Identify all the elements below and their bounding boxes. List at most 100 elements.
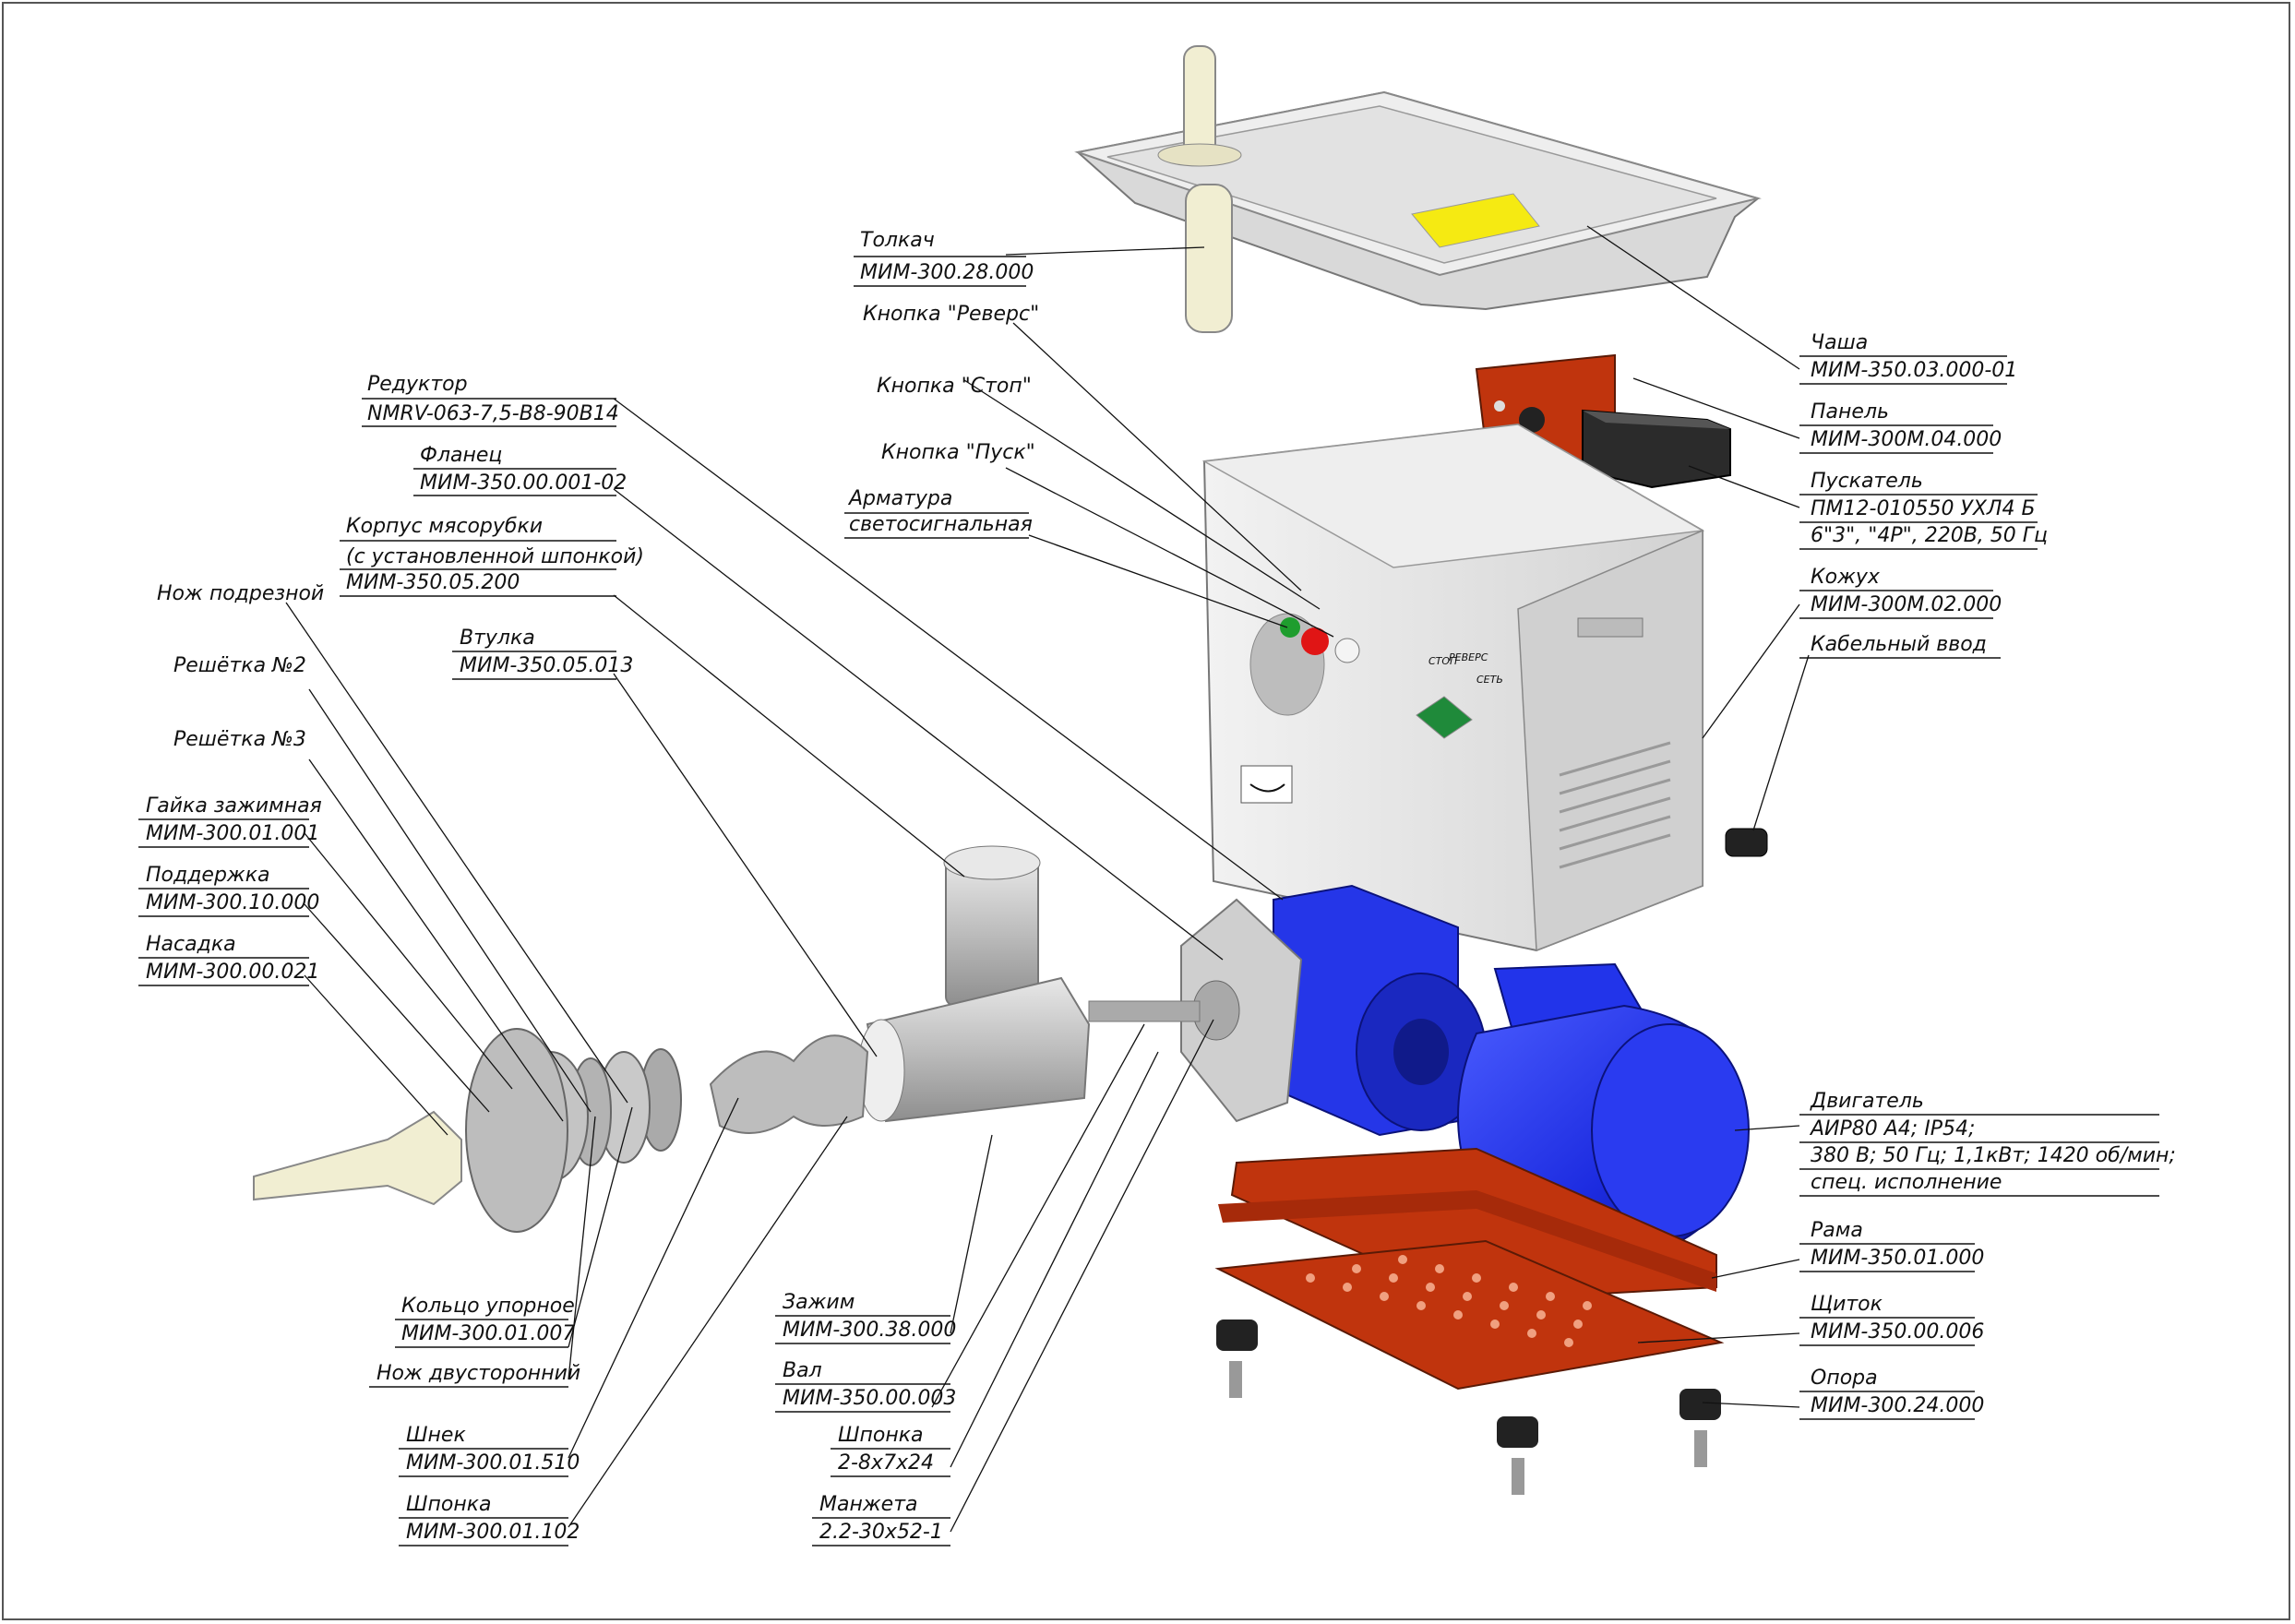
callout-nasadka-line-1: МИМ-300.00.021 xyxy=(146,961,319,984)
callout-zazhim: Зажим МИМ-300.38.000 xyxy=(775,1291,956,1344)
callout-dvigatel-line-3: спец. исполнение xyxy=(1811,1171,2002,1194)
callout-korpus: Корпус мясорубки (с установленной шпонко… xyxy=(340,515,644,597)
housing-part: СТОП РЕВЕРС СЕТЬ xyxy=(1201,423,1705,952)
callout-chasha-line-0: Чаша xyxy=(1811,331,1868,354)
callout-podderzhka-line-0: Поддержка xyxy=(146,864,270,887)
callout-opora-line-0: Опора xyxy=(1811,1367,1878,1390)
callout-puskatel: Пускатель ПМ12-010550 УХЛ4 Б 6"3", "4Р",… xyxy=(1799,470,2048,550)
gearbox-part xyxy=(1273,884,1487,1137)
callout-dvigatel-line-0: Двигатель xyxy=(1810,1090,1924,1113)
callout-knopka-stop: Кнопка "Стоп" xyxy=(877,375,1032,398)
callout-rama-line-1: МИМ-350.01.000 xyxy=(1811,1247,1984,1270)
callout-nozh-dvust-line-0: Нож двусторонний xyxy=(377,1362,580,1385)
callout-korpus-line-0: Корпус мясорубки xyxy=(346,515,543,538)
callout-chasha-line-1: МИМ-350.03.000-01 xyxy=(1811,359,2017,382)
callout-manzheta-line-1: 2.2-30х52-1 xyxy=(819,1521,943,1544)
callout-shponka-2: Шпонка 2-8х7х24 xyxy=(831,1424,950,1477)
callout-manzheta: Манжета 2.2-30х52-1 xyxy=(812,1493,950,1546)
callout-nozh-podreznoy: Нож подрезной xyxy=(157,582,324,605)
auger-part xyxy=(709,1034,869,1134)
callout-panel-line-1: МИМ-300М.04.000 xyxy=(1811,428,2002,451)
callout-koltso-line-1: МИМ-300.01.007 xyxy=(401,1322,575,1345)
leader-lines xyxy=(285,225,1810,1533)
callout-puskatel-line-0: Пускатель xyxy=(1811,470,1923,493)
callout-shchitok: Щиток МИМ-350.00.006 xyxy=(1799,1293,1984,1346)
callout-shponka-1-line-0: Шпонка xyxy=(406,1493,492,1516)
pusher-part xyxy=(1157,45,1242,333)
callout-koltso-line-0: Кольцо упорное xyxy=(401,1295,575,1318)
callout-zazhim-line-1: МИМ-300.38.000 xyxy=(783,1319,956,1342)
callout-dvigatel-line-1: АИР80 А4; IP54; xyxy=(1809,1117,1975,1140)
callout-nozh-podreznoy-line-0: Нож подрезной xyxy=(157,582,324,605)
callout-shnek: Шнек МИМ-300.01.510 xyxy=(399,1424,580,1477)
callout-panel-line-0: Панель xyxy=(1811,400,1889,424)
callout-reshetka-3: Решётка №3 xyxy=(173,728,306,751)
callout-shponka-2-line-0: Шпонка xyxy=(838,1424,924,1447)
callout-kozhukh-line-1: МИМ-300М.02.000 xyxy=(1811,593,2002,616)
callout-shponka-2-line-1: 2-8х7х24 xyxy=(838,1451,934,1475)
callout-flanets-line-0: Фланец xyxy=(420,444,502,467)
callout-val-line-1: МИМ-350.00.003 xyxy=(783,1387,956,1410)
shield-plate-part xyxy=(1214,1239,1725,1391)
callout-opora-line-1: МИМ-300.24.000 xyxy=(1811,1394,1984,1417)
callout-nasadka-line-0: Насадка xyxy=(146,933,236,956)
callout-koltso: Кольцо упорное МИМ-300.01.007 xyxy=(395,1295,575,1348)
callout-gayka-line-0: Гайка зажимная xyxy=(146,794,322,818)
callout-zazhim-line-0: Зажим xyxy=(783,1291,855,1314)
callout-armatura-line-0: Арматура xyxy=(847,487,952,510)
callout-shchitok-line-1: МИМ-350.00.006 xyxy=(1811,1320,1984,1343)
callout-shnek-line-0: Шнек xyxy=(406,1424,466,1447)
callout-gayka-line-1: МИМ-300.01.001 xyxy=(146,822,319,845)
callout-tolkach: Толкач МИМ-300.28.000 xyxy=(854,229,1034,287)
callout-korpus-line-1: (с установленной шпонкой) xyxy=(346,545,644,568)
panel-label-stop: СТОП xyxy=(1428,655,1457,667)
callout-puskatel-line-1: ПМ12-010550 УХЛ4 Б xyxy=(1811,497,2036,520)
callout-val: Вал МИМ-350.00.003 xyxy=(775,1359,956,1413)
callout-flanets-line-1: МИМ-350.00.001-02 xyxy=(420,472,627,495)
callout-tolkach-line-1: МИМ-300.28.000 xyxy=(860,261,1034,284)
callout-knopka-revers-line-0: Кнопка "Реверс" xyxy=(863,303,1039,326)
callout-dvigatel: Двигатель АИР80 А4; IP54; 380 В; 50 Гц; … xyxy=(1799,1090,2176,1197)
motor-part xyxy=(1457,962,1750,1261)
callout-manzheta-line-0: Манжета xyxy=(819,1493,918,1516)
callout-kabelny-vvod-line-0: Кабельный ввод xyxy=(1811,633,1987,656)
cutting-set-part xyxy=(253,1028,682,1233)
callout-nozh-dvust: Нож двусторонний xyxy=(369,1362,580,1388)
callout-puskatel-line-2: 6"3", "4Р", 220В, 50 Гц xyxy=(1811,524,2048,547)
flange-part xyxy=(1180,898,1303,1123)
panel-label-set: СЕТЬ xyxy=(1476,674,1503,686)
callout-reduktor-line-1: NMRV-063-7,5-B8-90B14 xyxy=(367,402,619,425)
callout-kabelny-vvod: Кабельный ввод xyxy=(1799,633,2001,659)
callout-armatura: Арматура светосигнальная xyxy=(844,487,1033,539)
callout-shponka-1: Шпонка МИМ-300.01.102 xyxy=(399,1493,580,1546)
feet-part xyxy=(1216,1320,1721,1495)
callout-panel: Панель МИМ-300М.04.000 xyxy=(1799,400,2002,454)
callout-shponka-1-line-1: МИМ-300.01.102 xyxy=(406,1521,580,1544)
callout-knopka-pusk-line-0: Кнопка "Пуск" xyxy=(881,441,1035,464)
bowl-part xyxy=(1074,90,1762,311)
callout-reshetka-2-line-0: Решётка №2 xyxy=(173,654,306,677)
callout-chasha: Чаша МИМ-350.03.000-01 xyxy=(1799,331,2017,385)
callout-dvigatel-line-2: 380 В; 50 Гц; 1,1кВт; 1420 об/мин; xyxy=(1811,1144,2176,1167)
callout-shchitok-line-0: Щиток xyxy=(1811,1293,1883,1316)
callout-opora: Опора МИМ-300.24.000 xyxy=(1799,1367,1984,1420)
panel-label-revers: РЕВЕРС xyxy=(1449,651,1488,663)
callout-rama-line-0: Рама xyxy=(1811,1219,1863,1242)
callout-shnek-line-1: МИМ-300.01.510 xyxy=(406,1451,580,1475)
callout-kozhukh-line-0: Кожух xyxy=(1811,566,1881,589)
callout-nasadka: Насадка МИМ-300.00.021 xyxy=(138,933,319,986)
callout-knopka-revers: Кнопка "Реверс" xyxy=(863,303,1039,326)
callout-vtulka-line-1: МИМ-350.05.013 xyxy=(460,654,633,677)
callout-knopka-stop-line-0: Кнопка "Стоп" xyxy=(877,375,1032,398)
callout-vtulka: Втулка МИМ-350.05.013 xyxy=(452,627,633,680)
callout-rama: Рама МИМ-350.01.000 xyxy=(1799,1219,1984,1272)
callout-kozhukh: Кожух МИМ-300М.02.000 xyxy=(1799,566,2002,619)
callout-korpus-line-2: МИМ-350.05.200 xyxy=(346,571,520,594)
callout-reduktor-line-0: Редуктор xyxy=(367,373,468,396)
cable-gland-part xyxy=(1725,828,1768,857)
callout-armatura-line-1: светосигнальная xyxy=(849,513,1033,536)
callout-vtulka-line-0: Втулка xyxy=(460,627,535,650)
callout-val-line-0: Вал xyxy=(783,1359,822,1382)
callout-reshetka-3-line-0: Решётка №3 xyxy=(173,728,306,751)
